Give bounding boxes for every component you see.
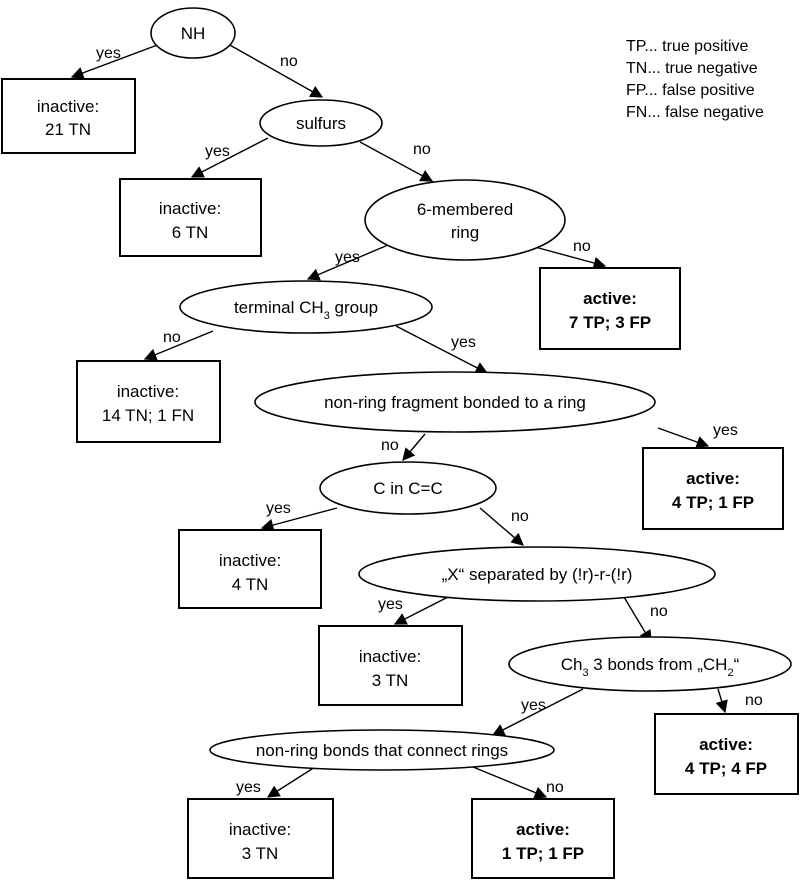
label-bonds-no: no — [546, 779, 564, 796]
label-sixring-no: no — [573, 238, 591, 255]
edge-nh-yes — [70, 43, 161, 79]
edge-labels: yes no yes no yes no no yes no yes yes n… — [96, 45, 763, 796]
label-ccc-no: no — [511, 508, 529, 525]
leaf-inactive-21tn: inactive: 21 TN — [1, 78, 136, 154]
leaf-l10-line2: 1 TP; 1 FP — [502, 844, 584, 863]
leaf-inactive-3tn-b: inactive: 3 TN — [187, 798, 334, 879]
node-non-ring-fragment: non-ring fragment bonded to a ring — [254, 371, 656, 433]
leaf-l9-line1: inactive: — [229, 820, 291, 839]
leaf-l8-line1: active: — [699, 735, 753, 754]
node-ch3-bonds: Ch3 3 bonds from „CH2“ — [508, 636, 792, 692]
label-ch3-yes: yes — [521, 697, 546, 714]
node-sulfurs-label: sulfurs — [296, 114, 346, 133]
legend-fp: FP... false positive — [626, 82, 755, 99]
label-sixring-yes: yes — [335, 249, 360, 266]
edges — [70, 43, 728, 799]
edge-ccc-yes — [260, 507, 338, 532]
leaf-l3-line1: active: — [583, 289, 637, 308]
legend-tp: TP... true positive — [626, 38, 749, 55]
edge-nonringfrag-no — [402, 433, 426, 461]
edge-ccc-no — [479, 507, 524, 546]
node-nh: NH — [150, 7, 236, 59]
edge-sixring-yes — [306, 241, 396, 281]
leaf-inactive-14tn-1fn: inactive: 14 TN; 1 FN — [76, 360, 221, 443]
node-c-in-cc-label: C in C=C — [373, 479, 442, 498]
edge-sulfurs-yes — [190, 137, 269, 178]
leaf-l9-line2: 3 TN — [242, 844, 279, 863]
label-xsep-no: no — [650, 603, 668, 620]
label-xsep-yes: yes — [378, 596, 403, 613]
leaf-l4-line1: inactive: — [117, 382, 179, 401]
edge-terminal-yes — [395, 325, 489, 374]
node-c-in-cc: C in C=C — [319, 461, 497, 515]
label-ch3-no: no — [745, 692, 763, 709]
edge-sulfurs-no — [359, 141, 434, 182]
edge-xsep-no — [623, 596, 652, 644]
edge-xsep-yes — [393, 596, 449, 625]
leaf-active-7tp-3fp: active: 7 TP; 3 FP — [539, 267, 681, 350]
edge-nh-no — [227, 43, 324, 98]
leaf-inactive-4tn: inactive: 4 TN — [178, 529, 322, 609]
node-x-separated: „X“ separated by (!r)-r-(!r) — [358, 546, 716, 602]
edge-bonds-no — [472, 766, 548, 799]
edge-nonringfrag-yes — [657, 427, 710, 449]
leaf-l5-line1: active: — [686, 469, 740, 488]
legend-tn: TN... true negative — [626, 60, 758, 77]
leaf-active-1tp-1fp: active: 1 TP; 1 FP — [471, 798, 615, 879]
leaf-active-4tp-1fp: active: 4 TP; 1 FP — [642, 447, 784, 530]
edge-ch3-no — [715, 688, 728, 714]
label-sulfurs-no: no — [413, 141, 431, 158]
node-nh-label: NH — [181, 24, 206, 43]
leaf-inactive-6tn: inactive: 6 TN — [119, 178, 262, 257]
label-ccc-yes: yes — [266, 500, 291, 517]
leaf-l1-line1: inactive: — [37, 97, 99, 116]
leaf-l6-line2: 4 TN — [232, 575, 269, 594]
leaf-l7-line2: 3 TN — [372, 671, 409, 690]
legend: TP... true positive TN... true negative … — [626, 38, 764, 121]
leaf-l3-line2: 7 TP; 3 FP — [569, 313, 651, 332]
edge-sixring-no — [534, 246, 607, 270]
label-nh-no: no — [280, 53, 298, 70]
node-terminal-ch3: terminal CH3 group — [179, 280, 433, 334]
leaf-l2-line1: inactive: — [159, 199, 221, 218]
label-nh-yes: yes — [96, 45, 121, 62]
leaf-l6-line1: inactive: — [219, 551, 281, 570]
edge-terminal-no — [143, 330, 214, 361]
node-non-ring-bonds-label: non-ring bonds that connect rings — [256, 741, 508, 760]
node-six-ring-line1: 6-membered — [417, 200, 513, 219]
edge-ch3-yes — [491, 688, 584, 736]
node-non-ring-fragment-label: non-ring fragment bonded to a ring — [324, 393, 586, 412]
label-nonringfrag-no: no — [381, 437, 399, 454]
leaf-l8-line2: 4 TP; 4 FP — [685, 759, 767, 778]
leaf-l5-line2: 4 TP; 1 FP — [672, 493, 754, 512]
label-terminal-no: no — [163, 329, 181, 346]
node-six-membered-ring: 6-membered ring — [364, 179, 566, 261]
leaf-l2-line2: 6 TN — [172, 223, 209, 242]
node-ch3-bonds-label: Ch3 3 bonds from „CH2“ — [561, 655, 740, 679]
leaf-inactive-3tn-a: inactive: 3 TN — [318, 625, 463, 706]
edge-bonds-yes — [266, 766, 316, 798]
label-sulfurs-yes: yes — [205, 143, 230, 160]
leaf-l10-line1: active: — [516, 820, 570, 839]
node-six-ring-line2: ring — [451, 223, 479, 242]
legend-fn: FN... false negative — [626, 104, 764, 121]
leaf-l4-line2: 14 TN; 1 FN — [102, 406, 194, 425]
label-nonringfrag-yes: yes — [713, 422, 738, 439]
label-bonds-yes: yes — [236, 779, 261, 796]
node-non-ring-bonds: non-ring bonds that connect rings — [209, 729, 555, 771]
leaf-active-4tp-4fp: active: 4 TP; 4 FP — [654, 713, 799, 795]
leaf-l1-line2: 21 TN — [45, 120, 91, 139]
leaf-l7-line1: inactive: — [359, 647, 421, 666]
node-terminal-ch3-label: terminal CH3 group — [234, 298, 378, 322]
node-x-separated-label: „X“ separated by (!r)-r-(!r) — [442, 565, 633, 584]
node-sulfurs: sulfurs — [259, 99, 383, 147]
label-terminal-yes: yes — [451, 334, 476, 351]
